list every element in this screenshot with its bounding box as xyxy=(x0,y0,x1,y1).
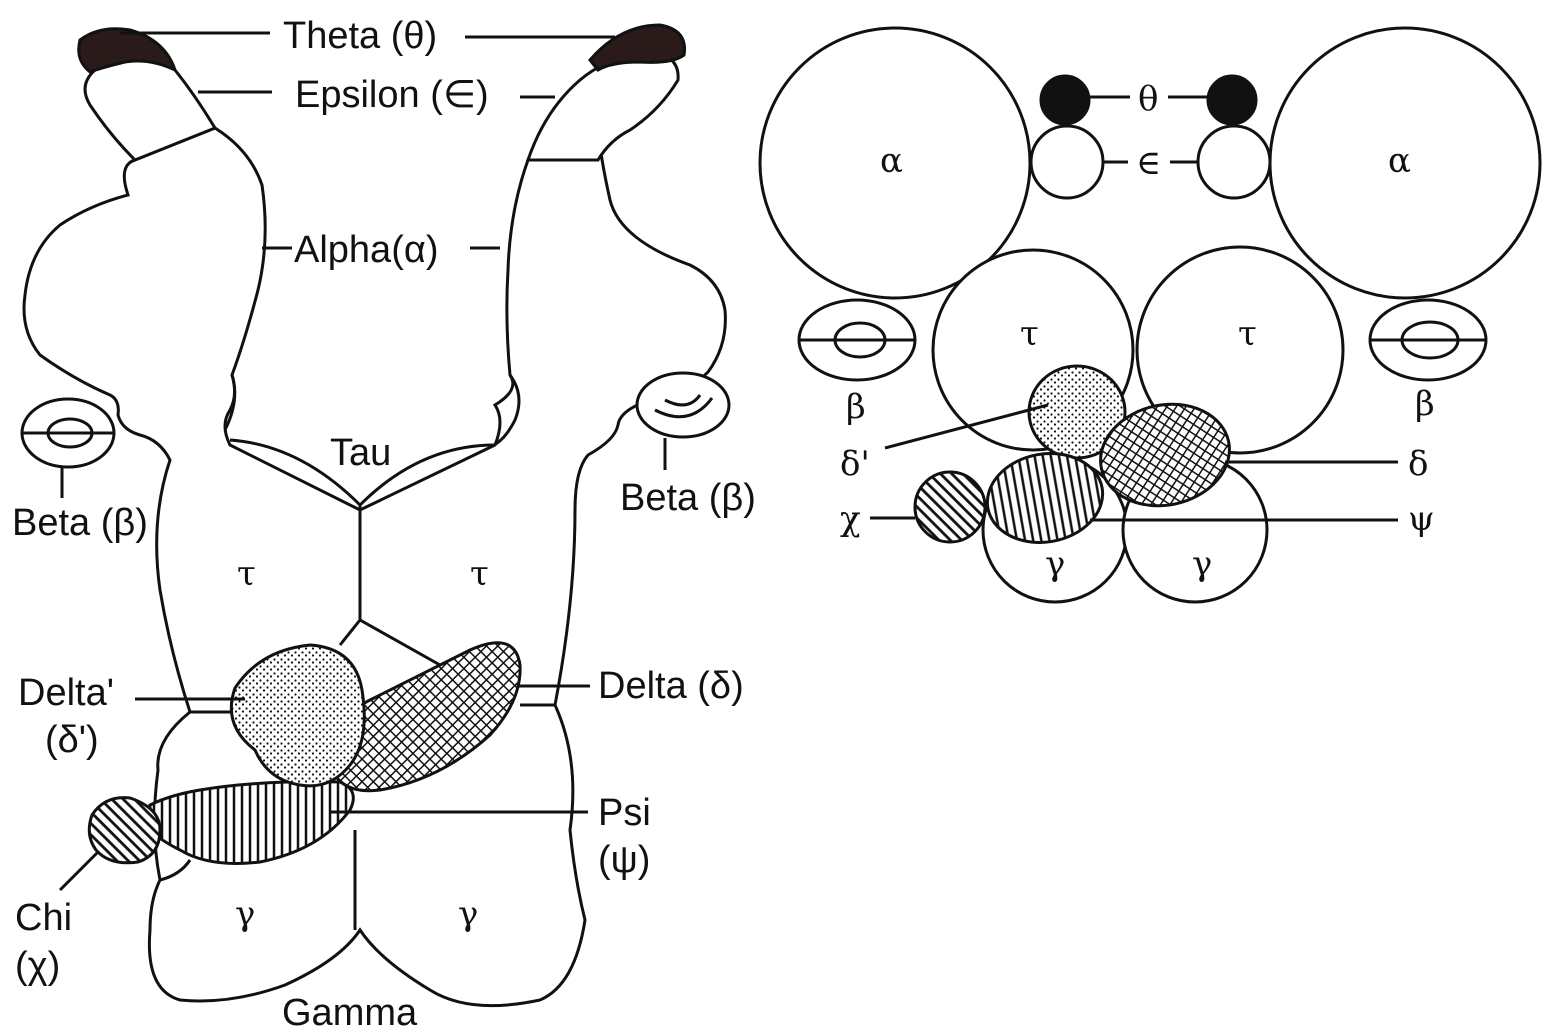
tau-label: Tau xyxy=(330,432,391,474)
beta-left-label: Beta (β) xyxy=(12,502,148,544)
alpha-right-symbol: α xyxy=(1388,141,1411,181)
delta-prime-symbol: δ' xyxy=(840,444,870,484)
epsilon-circle-left xyxy=(1031,126,1103,198)
alpha-left-symbol: α xyxy=(880,141,903,181)
beta-left-ring xyxy=(22,399,114,467)
tau-left-symbol: τ xyxy=(237,554,256,594)
epsilon-circle-right xyxy=(1198,126,1270,198)
alpha-label: Alpha(α) xyxy=(294,229,438,271)
delta-prime-symbol-label: (δ') xyxy=(45,719,99,761)
theta-label: Theta (θ) xyxy=(283,15,437,57)
beta-left-symbol: β xyxy=(846,387,866,427)
gamma-left-symbol: γ xyxy=(235,894,255,934)
beta-ring-right xyxy=(1370,300,1486,380)
psi-symbol: ψ xyxy=(1408,499,1435,539)
tau-right-circle-symbol: τ xyxy=(1238,314,1257,354)
theta-symbol: θ xyxy=(1138,79,1158,119)
epsilon-label: Epsilon (∈) xyxy=(295,74,489,116)
chi-symbol-label: (χ) xyxy=(15,945,60,987)
psi-symbol-label: (ψ) xyxy=(598,839,650,881)
subunit-schematic: α α θ ∈ τ τ β β δ' δ χ ψ γ γ xyxy=(760,28,1540,602)
delta-prime-label: Delta' xyxy=(18,672,114,714)
epsilon-symbol: ∈ xyxy=(1136,143,1161,183)
clamp-loader-structure: Theta (θ) Epsilon (∈) Alpha(α) Tau Beta … xyxy=(12,15,756,1033)
chi-subunit xyxy=(89,798,160,863)
tau-left-circle-symbol: τ xyxy=(1020,314,1039,354)
tau-right-symbol: τ xyxy=(470,554,489,594)
gamma-right-symbol: γ xyxy=(458,894,478,934)
psi-label: Psi xyxy=(598,792,651,834)
beta-right-symbol: β xyxy=(1415,384,1435,424)
chi-symbol: χ xyxy=(840,499,861,539)
delta-label: Delta (δ) xyxy=(598,665,744,707)
gamma-label: Gamma xyxy=(282,992,418,1033)
beta-right-ring xyxy=(637,373,729,437)
chi-label: Chi xyxy=(15,897,72,939)
gamma-left-circle-symbol: γ xyxy=(1045,544,1065,584)
gamma-right-circle-symbol: γ xyxy=(1192,544,1212,584)
delta-symbol: δ xyxy=(1408,444,1428,484)
theta-circle-left xyxy=(1041,76,1089,124)
beta-ring-left xyxy=(799,300,915,380)
theta-circle-right xyxy=(1208,76,1256,124)
beta-right-label: Beta (β) xyxy=(620,477,756,519)
chi-circle xyxy=(915,472,985,542)
